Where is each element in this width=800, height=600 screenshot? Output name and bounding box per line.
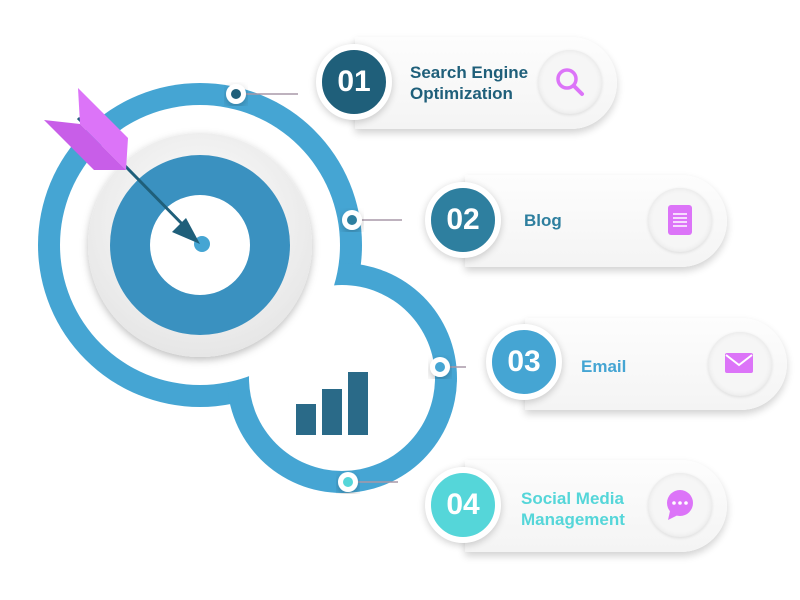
step-label-line: Search Engine — [410, 63, 529, 82]
step-number-1: 01 — [316, 44, 392, 120]
arrow-icon — [44, 88, 200, 244]
step-number-4: 04 — [425, 467, 501, 543]
step-label-2: Blog — [524, 211, 562, 230]
bullseye — [194, 236, 210, 252]
chat-bubble-icon — [648, 473, 712, 537]
step-label-line: Management — [521, 510, 625, 529]
step-number-2: 02 — [425, 182, 501, 258]
bar-chart-icon — [296, 372, 368, 435]
step-label-line: Optimization — [410, 84, 513, 103]
document-icon — [648, 188, 712, 252]
step-label-line: Social Media — [521, 489, 624, 508]
step-number-3: 03 — [486, 324, 562, 400]
envelope-icon — [708, 332, 772, 396]
search-icon — [538, 50, 602, 114]
connector-dots — [226, 84, 450, 492]
step-label-3: Email — [581, 357, 627, 376]
